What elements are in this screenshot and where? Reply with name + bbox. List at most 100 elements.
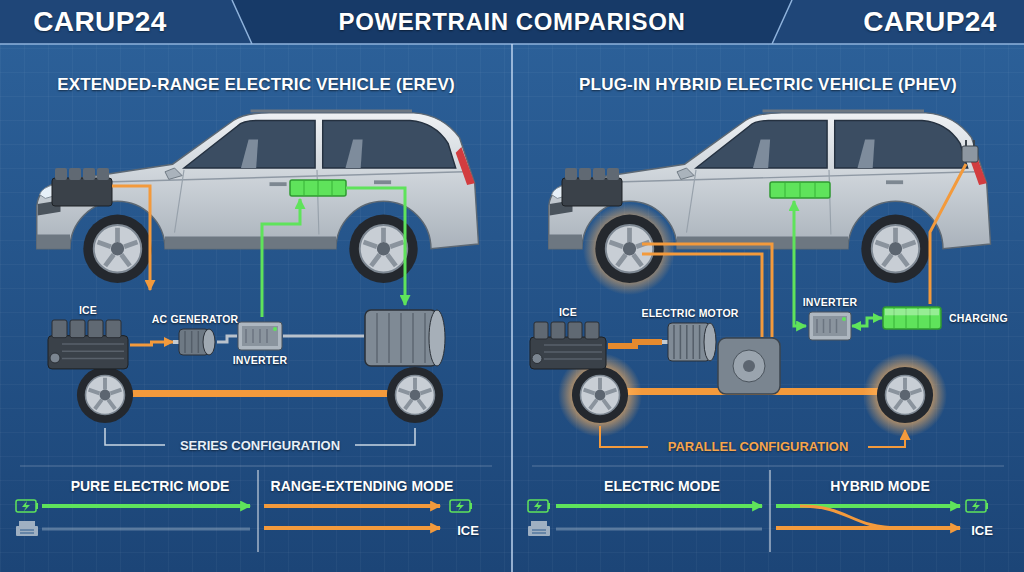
car-battery [770,182,830,198]
cylinder-head [106,320,121,338]
mode-arrow [42,504,250,508]
battery-icon [528,500,550,512]
end-cap [203,329,215,355]
motor-ribs [377,313,425,363]
header-band [0,0,1024,44]
mode-divider [769,470,771,552]
mode-arrow [264,504,440,508]
car [37,111,479,283]
inverter-fin [259,329,261,343]
separator [20,466,1004,467]
engine-fin [544,351,602,353]
header-tab [0,0,252,44]
battery-cells [304,181,332,195]
vehicle-panel: PLUG-IN HYBRID ELECTRIC VEHICLE (PHEV) IC… [512,44,1024,572]
component-label-wrap: AC GENERATOR [152,313,239,325]
inverter-component: INVERTER [808,311,852,341]
battery-cells [785,183,815,197]
engine-icon [528,321,608,371]
motor-component: ELECTRIC MOTOR [662,322,718,362]
charge-plug [962,146,978,162]
cylinder-head [551,322,565,339]
cylinder-head [579,168,591,180]
label-wrap: PURE ELECTRIC MODE [71,478,230,494]
wheel [77,367,133,423]
connector [130,342,173,345]
motor-end [429,310,445,366]
title-wrap: POWERTRAIN COMPARISON [339,8,686,36]
engine-icon [16,521,38,536]
car [549,111,991,283]
mode-divider [257,470,259,552]
cylinder-head [88,320,103,338]
mode-label: RANGE-EXTENDING MODE [271,478,454,494]
transmission-housing [718,338,780,394]
cylinder-head [52,320,67,338]
mode-merge [800,506,900,528]
gear [733,350,765,382]
engine-fin [544,344,602,346]
inverter-fin [245,329,247,343]
charge-flow-line [262,199,300,317]
drive-flow-line [346,188,405,305]
mode-label: ELECTRIC MODE [604,478,720,494]
label-wrap: SERIES CONFIGURATION [180,438,340,453]
component-label-wrap: ICE [79,304,97,316]
label-wrap: ICE [971,523,993,538]
plug-prongs [966,140,974,146]
cylinder-head [607,168,619,180]
inverter-case [238,322,282,350]
engine-component: ICE [46,319,130,371]
label-wrap: ICE [457,523,479,538]
config-label: SERIES CONFIGURATION [180,438,340,453]
panel-heading: PLUG-IN HYBRID ELECTRIC VEHICLE (PHEV) [579,75,957,95]
car-battery [290,180,346,196]
battery-gloss [885,309,939,315]
housing-rib [198,331,200,353]
bracket [868,430,905,447]
motor-body [365,310,437,366]
battery-icon [882,306,942,330]
cylinder-head [83,168,95,180]
engine-block [562,178,622,206]
housing-rib [692,325,694,359]
fuel-flow-line [112,186,150,290]
cylinder-head [565,168,577,180]
inverter-panel [813,316,847,336]
source-label: ICE [971,523,993,538]
battery-icon [450,500,472,512]
inverter-fin [816,319,818,333]
housing-rib [673,325,675,359]
battery-component: CHARGING [882,306,942,330]
engine-block [52,178,112,206]
header-tab [772,0,1024,44]
cylinder-head [97,168,109,180]
inverter-fin [252,329,254,343]
generator-icon [173,328,217,356]
component-label-wrap: ICE [559,306,577,318]
engine-pulley [532,354,542,364]
inverter-fin [836,319,838,333]
cylinder-head [55,168,67,180]
battery-icon [966,500,988,512]
mode-arrow-idle [42,528,250,531]
panel-divider [511,44,513,572]
logo-text: CARUP24 [863,6,997,38]
component-label: AC GENERATOR [152,313,239,325]
label-wrap: HYBRID MODE [830,478,930,494]
config-label: PARALLEL CONFIGURATION [668,439,849,454]
engine-fin [544,358,602,360]
engine-fin [62,343,124,345]
bracket [600,426,648,447]
inverter-fin [266,329,268,343]
connector [217,336,237,342]
gear-hub [743,360,755,372]
mode-label: HYBRID MODE [830,478,930,494]
connector [852,318,882,326]
traction-motor [365,310,445,366]
engine-component: ICE [528,321,608,371]
motor-icon [662,322,718,362]
component-label: CHARGING [949,312,1008,324]
